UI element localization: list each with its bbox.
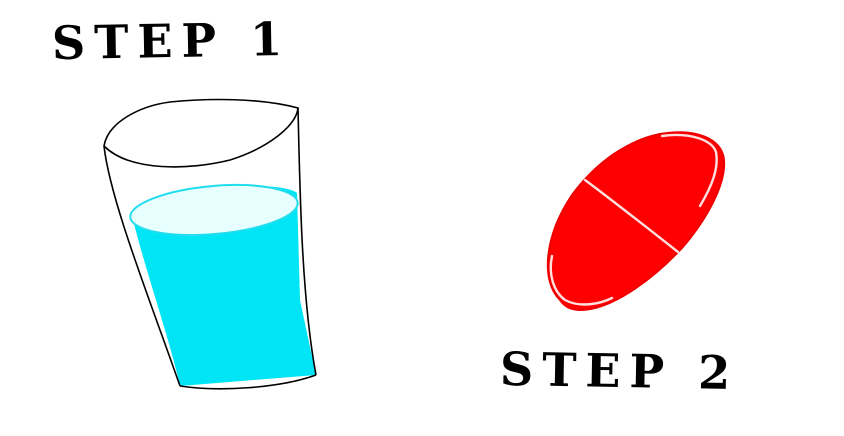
pill-highlight-top [660,133,718,208]
glass-rim [103,98,299,168]
step-2-label: STEP 2 [499,341,740,401]
red-pill-icon [546,131,726,312]
glass-left-side [103,145,181,387]
glass-right-side [297,107,317,376]
pill-body [546,131,726,312]
glass-of-water-icon [103,98,317,390]
water-fill [131,185,316,386]
water-surface [129,183,299,237]
pill-score-line [583,178,680,254]
pill-highlight-bottom [549,254,614,306]
glass-bottom [179,374,317,390]
